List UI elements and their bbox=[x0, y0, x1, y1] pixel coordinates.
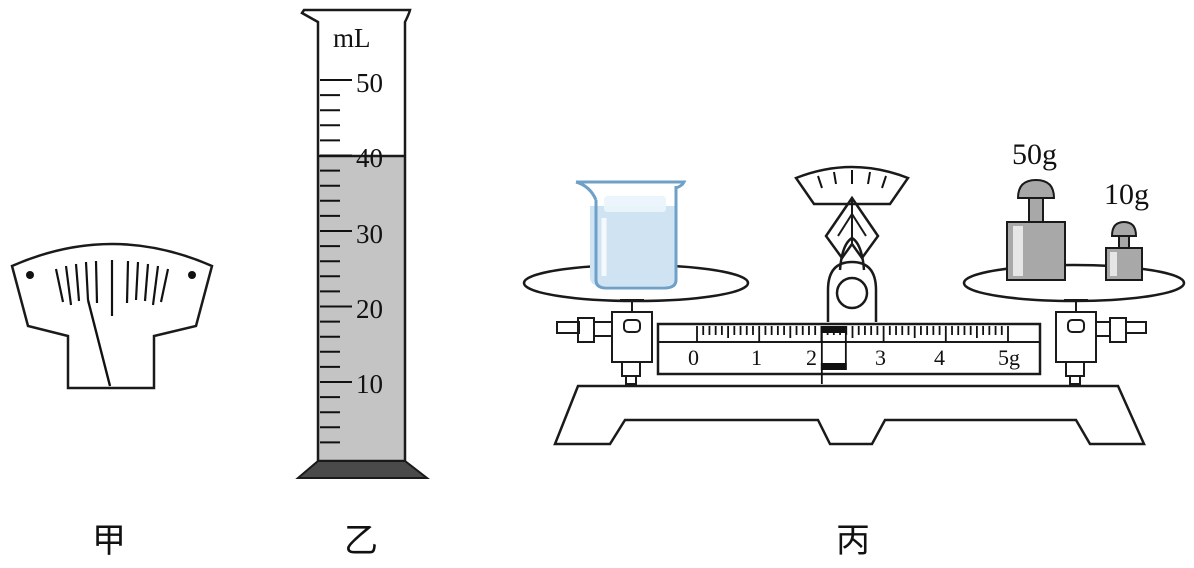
cylinder-label-20: 20 bbox=[356, 294, 383, 324]
weight-50g bbox=[1006, 178, 1066, 281]
beam-label-1: 1 bbox=[751, 345, 762, 370]
caption-yi: 乙 bbox=[344, 523, 378, 560]
beam-label-0: 0 bbox=[688, 345, 699, 370]
center-pivot bbox=[835, 276, 869, 310]
left-pan-support bbox=[611, 299, 653, 385]
balance-beam bbox=[656, 322, 1042, 376]
beaker bbox=[575, 180, 687, 290]
beam-rider[interactable] bbox=[820, 326, 847, 384]
dial-scale bbox=[54, 260, 170, 316]
pointer-dial bbox=[10, 242, 214, 390]
weight-label-50g: 50g bbox=[1012, 138, 1057, 171]
beam-label-2: 2 bbox=[806, 345, 817, 370]
center-column bbox=[826, 260, 878, 322]
balance-dial-ticks bbox=[817, 170, 887, 189]
graduated-cylinder: mL 50 40 30 20 10 bbox=[295, 8, 430, 479]
beam-ticks bbox=[696, 326, 1009, 342]
left-balance-nut[interactable] bbox=[556, 317, 613, 343]
cylinder-label-30: 30 bbox=[356, 219, 383, 249]
right-pan bbox=[962, 263, 1186, 303]
cylinder-liquid bbox=[318, 156, 405, 461]
beam-label-5g: 5g bbox=[998, 345, 1020, 370]
right-balance-nut[interactable] bbox=[1095, 317, 1147, 343]
cylinder-base bbox=[295, 460, 430, 479]
dial-screw-right bbox=[188, 271, 196, 279]
weight-label-10g: 10g bbox=[1104, 178, 1149, 211]
cylinder-label-50: 50 bbox=[356, 68, 383, 98]
dial-needle bbox=[86, 299, 112, 387]
beam-label-4: 4 bbox=[934, 345, 945, 370]
balance-base bbox=[553, 384, 1146, 446]
tray-balance: 0 1 2 3 4 5g bbox=[522, 138, 1186, 446]
caption-bing: 丙 bbox=[836, 523, 870, 560]
weight-10g bbox=[1105, 220, 1143, 281]
cylinder-label-40: 40 bbox=[356, 143, 383, 173]
cylinder-ticks bbox=[320, 79, 352, 444]
cylinder-unit: mL bbox=[333, 23, 371, 53]
cylinder-label-10: 10 bbox=[356, 369, 383, 399]
dial-screw-left bbox=[26, 271, 34, 279]
right-pan-support bbox=[1055, 299, 1097, 385]
caption-jia: 甲 bbox=[92, 523, 126, 560]
beam-label-3: 3 bbox=[875, 345, 886, 370]
balance-dial bbox=[794, 165, 910, 206]
